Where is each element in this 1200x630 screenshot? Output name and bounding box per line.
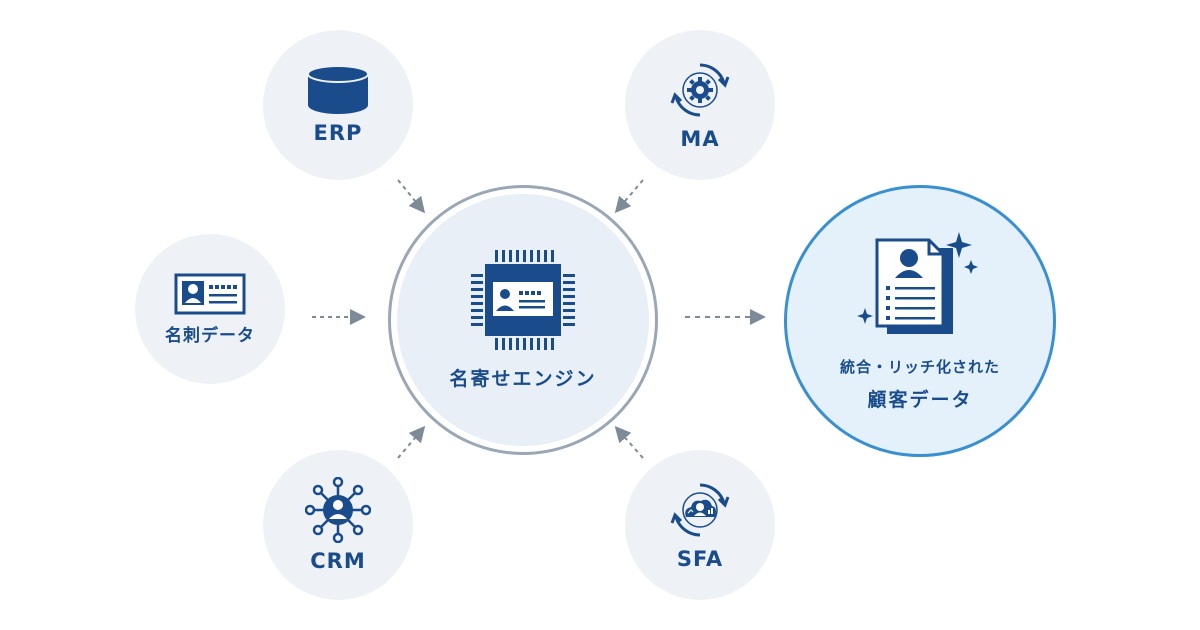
database-icon (307, 65, 369, 114)
node-sfa-label: SFA (676, 547, 724, 571)
business-card-icon (174, 273, 246, 314)
node-result: 統合・リッチ化された 顧客データ (784, 185, 1056, 457)
arrow-erp-to-engine (397, 179, 426, 214)
arrow-crm-to-engine (397, 425, 426, 459)
node-engine: 名寄せエンジン (397, 194, 649, 446)
node-ma: MA (625, 30, 775, 180)
arrow-ma-to-engine (614, 179, 644, 214)
chip-icon (471, 249, 575, 350)
arrow-sfa-to-engine (614, 426, 644, 459)
customer-document-icon (857, 232, 978, 334)
node-sfa: SFA (625, 450, 775, 600)
node-business-card-label: 名刺データ (165, 325, 255, 346)
cloud-cycle-icon (670, 483, 730, 537)
network-person-icon (305, 477, 371, 543)
gear-cycle-icon (670, 63, 730, 117)
node-crm: CRM (263, 450, 413, 600)
node-ma-label: MA (680, 127, 720, 151)
engine-label: 名寄せエンジン (449, 367, 597, 390)
result-main-label: 顧客データ (867, 389, 973, 411)
node-business-card: 名刺データ (135, 234, 285, 384)
result-sub-label: 統合・リッチ化された (839, 358, 1000, 376)
node-erp-label: ERP (313, 121, 363, 145)
node-crm-label: CRM (310, 549, 366, 573)
node-erp: ERP (263, 30, 413, 180)
